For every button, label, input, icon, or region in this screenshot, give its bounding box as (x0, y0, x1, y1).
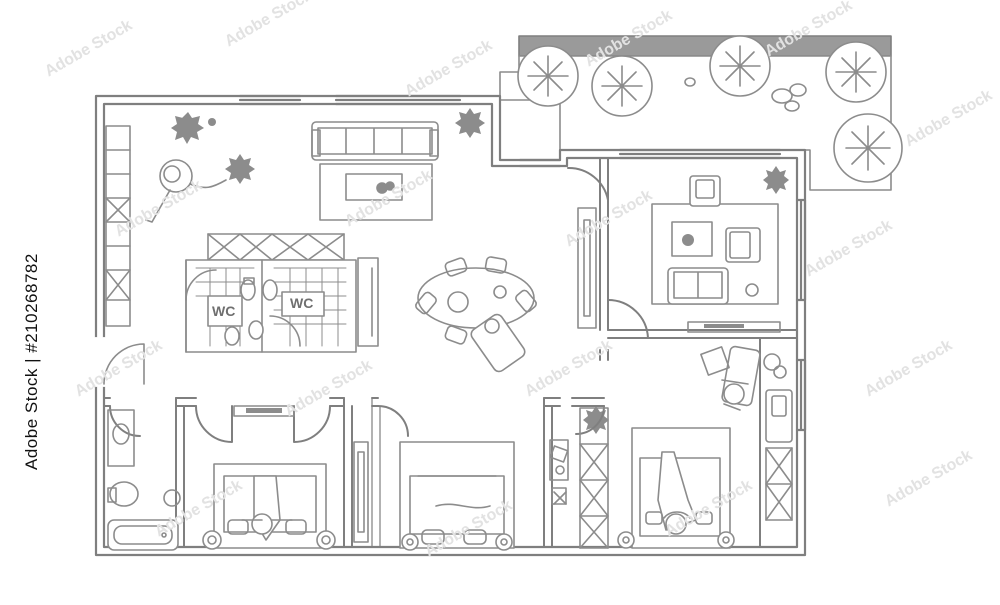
wc-block (185, 233, 379, 353)
plant-icon (455, 108, 485, 138)
bathroom-fixtures (107, 409, 181, 551)
sofa (311, 121, 439, 161)
bedroom-1-furniture (202, 405, 336, 550)
wardrobe-bedroom (579, 407, 609, 549)
balcony (499, 35, 903, 191)
plant-icon (763, 166, 789, 194)
person-armchair (700, 345, 787, 411)
office-furniture (651, 175, 781, 333)
entrance-door (93, 337, 145, 387)
wc-label-1: WC (212, 303, 235, 319)
wardrobe-left (105, 125, 131, 327)
plant-icon (171, 112, 216, 144)
bedroom-2-furniture (399, 439, 569, 551)
bedroom-3-furniture (617, 389, 793, 549)
wc-label-2: WC (290, 295, 313, 311)
dining-table (415, 256, 537, 373)
coffee-table (319, 163, 433, 221)
wardrobe-corridor (353, 207, 597, 543)
plant-icon (225, 154, 255, 184)
tree-icon (833, 113, 903, 183)
wc-label: WC WC (212, 295, 313, 319)
tree-icon (709, 35, 771, 97)
stones-icon (684, 77, 807, 112)
tree-icon (517, 45, 579, 107)
tree-icon (591, 55, 653, 117)
tree-icon (825, 41, 887, 103)
vacuum-cleaner-icon (145, 159, 227, 223)
interior-walls (103, 157, 798, 548)
